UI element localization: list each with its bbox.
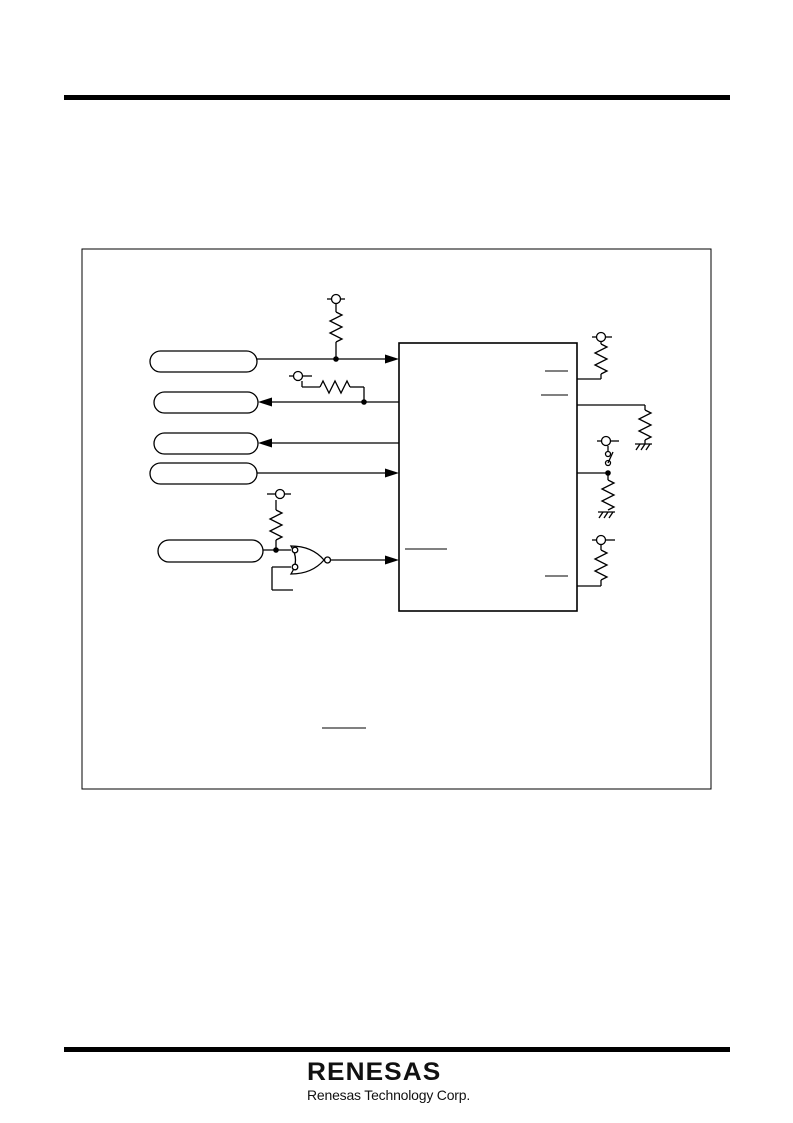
- pulldown-resistor-r2: [637, 409, 653, 441]
- vcc-symbol: [595, 534, 607, 546]
- signal-box-3: [153, 432, 259, 455]
- company-name: Renesas Technology Corp.: [307, 1087, 471, 1103]
- gate-input-bubble: [291, 546, 299, 554]
- ic-block: [398, 342, 578, 612]
- signal-box-5: [157, 539, 264, 563]
- switch-lever: [607, 451, 614, 464]
- signal-box-1: [149, 350, 258, 373]
- header-rule: [64, 95, 730, 100]
- signal-box-2: [153, 391, 259, 414]
- diagram-frame: [81, 248, 712, 790]
- pullup-resistor-r4: [593, 549, 609, 581]
- pullup-resistor-r1: [593, 343, 609, 375]
- arrow-in-4: [385, 468, 399, 478]
- pullup-resistor-1: [328, 311, 344, 343]
- arrow-in-5: [385, 555, 399, 565]
- arrow-in-1: [385, 354, 399, 364]
- logo-wordmark: RENESAS: [307, 1058, 442, 1086]
- vcc-symbol: [274, 488, 286, 500]
- arrow-out-2: [258, 397, 272, 407]
- switch-contact: [604, 450, 612, 458]
- renesas-logo: RENESAS Renesas Technology Corp.: [307, 1058, 479, 1103]
- pullup-resistor-5: [268, 509, 284, 541]
- vcc-symbol: [330, 293, 342, 305]
- footer-rule: [64, 1047, 730, 1052]
- pullup-resistor-2: [319, 379, 351, 395]
- vcc-symbol: [600, 435, 612, 447]
- arrow-out-3: [258, 438, 272, 448]
- gate-input-bubble: [291, 563, 299, 571]
- vcc-symbol: [292, 370, 304, 382]
- signal-box-4: [149, 462, 258, 485]
- nor-gate: [289, 545, 325, 575]
- gate-output-bubble: [323, 556, 332, 564]
- vcc-symbol: [595, 331, 607, 343]
- pulldown-resistor-r3: [600, 479, 616, 511]
